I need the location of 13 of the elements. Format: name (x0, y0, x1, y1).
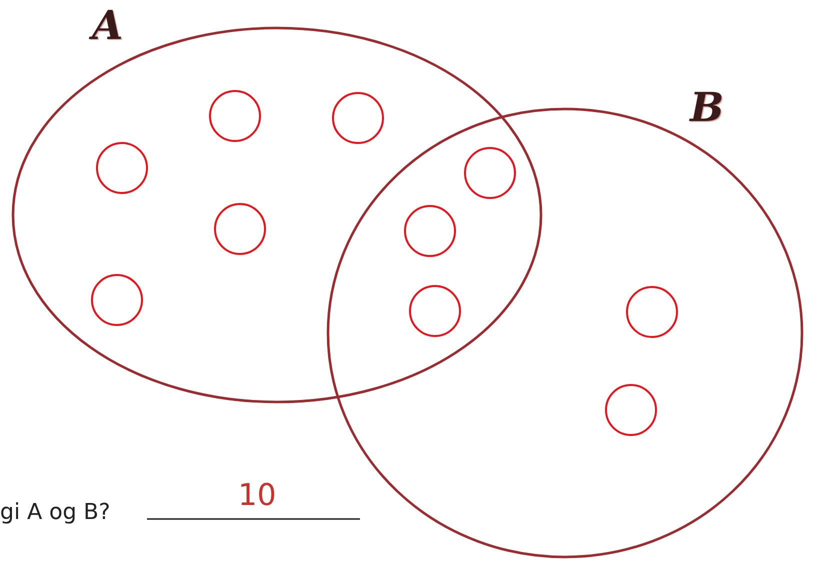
circle (409, 285, 461, 337)
circle (332, 92, 384, 144)
circle (605, 384, 657, 436)
set-label: B (690, 84, 724, 131)
circle (626, 286, 678, 338)
handwritten-answer: 10 (238, 478, 276, 513)
circle (96, 142, 148, 194)
circle (209, 90, 261, 142)
circle (464, 147, 516, 199)
circle (91, 274, 143, 326)
question-text: gi A og B? (0, 500, 110, 525)
circle (404, 205, 456, 257)
circle (214, 203, 266, 255)
